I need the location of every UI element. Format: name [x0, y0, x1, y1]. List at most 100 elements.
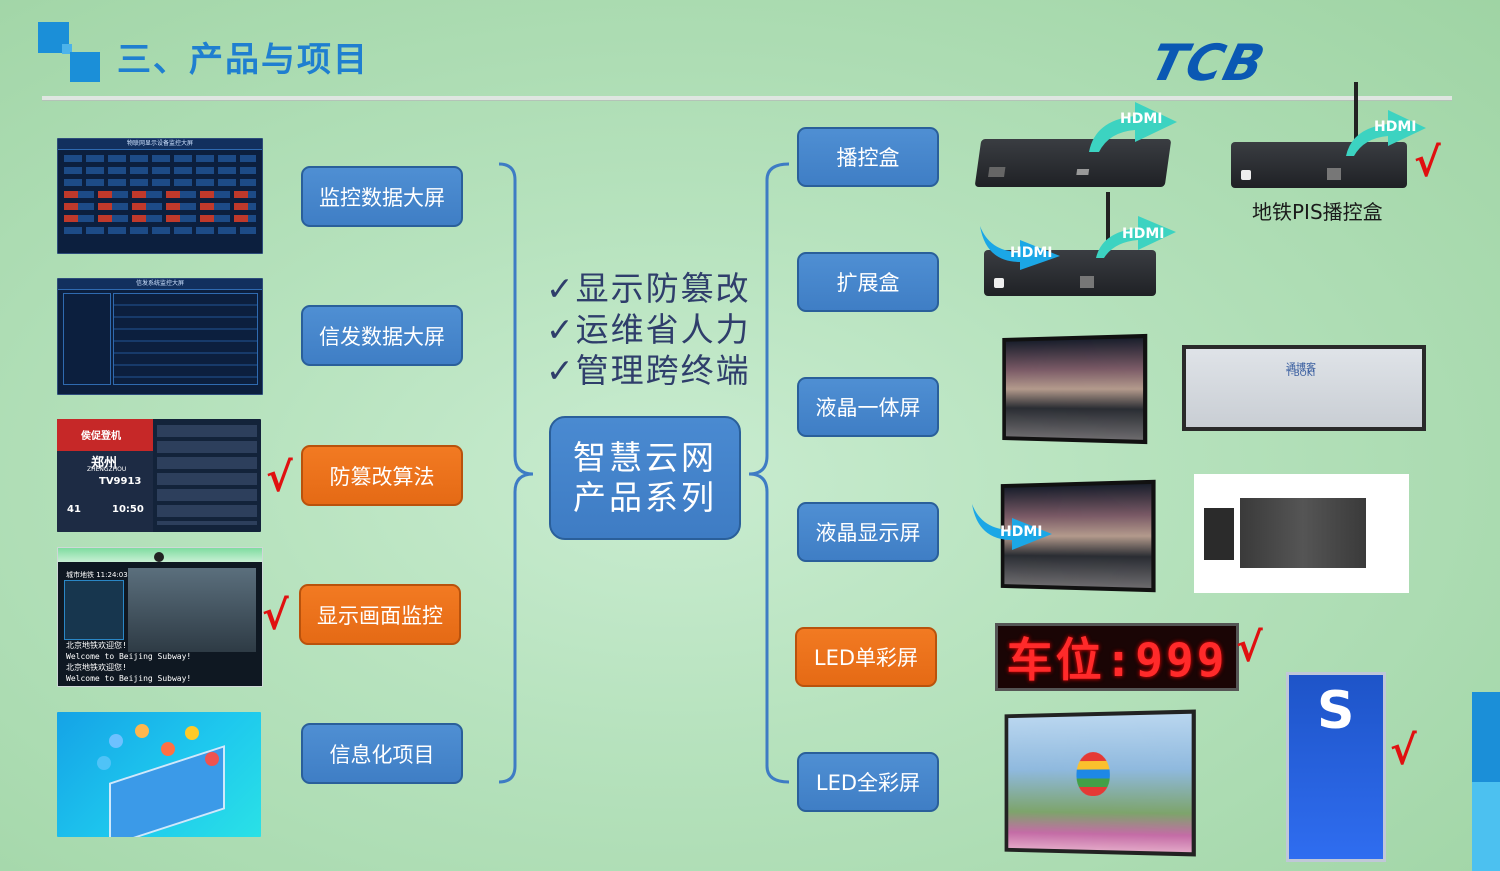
usb-port-icon	[1076, 169, 1090, 175]
thumb-row	[64, 203, 256, 210]
metro-pis-box-device	[1231, 142, 1407, 188]
thumb-smart-city	[57, 712, 261, 837]
hdmi-label: HDMI	[1000, 524, 1043, 540]
brand-logo: TCB	[1144, 34, 1272, 92]
thumb-monitor-dashboard: 物联网显示设备监控大屏	[57, 138, 263, 254]
feature-anti-tamper: ✓显示防篡改	[546, 269, 751, 308]
monitor-back	[1240, 498, 1366, 568]
check-mark: √	[262, 593, 289, 639]
board-gate: 41	[67, 504, 81, 515]
board-flight: TV9913	[99, 476, 142, 487]
lcd-all-in-one-screen	[1002, 333, 1148, 445]
thumb-row	[64, 179, 256, 186]
board-banner	[57, 419, 153, 451]
product-series-box[interactable]: 智慧云网 产品系列	[549, 416, 741, 540]
antenna	[1354, 82, 1358, 142]
hdmi-out-arrow	[1096, 216, 1176, 258]
corner-accent-bottom	[1472, 782, 1500, 871]
board-city-en: ZHENGZHOU	[87, 466, 127, 473]
monitor-messages: 北京地铁欢迎您! Welcome to Beijing Subway! 北京地铁…	[66, 640, 191, 684]
thumb-panel	[113, 293, 258, 385]
btn-anti-tamper-algorithm[interactable]: 防篡改算法	[301, 445, 463, 506]
signage-column: S	[1286, 672, 1386, 862]
thumb-title: 信发系统监控大屏	[135, 280, 184, 287]
product-series-line2: 产品系列	[573, 478, 717, 517]
left-brace	[498, 162, 534, 784]
btn-lcd-display[interactable]: 液晶显示屏	[797, 502, 939, 562]
metro-pis-caption: 地铁PIS播控盒	[1252, 200, 1383, 224]
hdmi-label: HDMI	[1122, 226, 1165, 242]
btn-it-projects[interactable]: 信息化项目	[301, 723, 463, 784]
hdmi-label: HDMI	[1374, 119, 1417, 135]
ethernet-port-icon	[988, 167, 1006, 177]
header-divider	[42, 96, 1452, 101]
monitor-line: Welcome to Beijing Subway!	[66, 674, 192, 683]
signage-letter: S	[1317, 681, 1355, 741]
ethernet-port-icon	[1080, 276, 1094, 288]
iso-bubble	[161, 742, 175, 756]
balloon-image	[1076, 751, 1110, 797]
btn-monitor-data-screen[interactable]: 监控数据大屏	[301, 166, 463, 227]
thumb-row	[64, 167, 256, 174]
btn-led-mono[interactable]: LED单彩屏	[795, 627, 937, 687]
control-box	[1204, 508, 1234, 560]
board-time: 10:50	[112, 504, 144, 515]
hdmi-label: HDMI	[1120, 111, 1163, 127]
product-series-line1: 智慧云网	[573, 438, 717, 477]
thumb-row	[64, 215, 256, 222]
monitor-line: Welcome to Beijing Subway!	[66, 652, 192, 661]
power-icon	[1241, 170, 1251, 180]
monitor-back-photo	[1194, 474, 1409, 593]
led-mono-sign: 车位:999	[995, 623, 1239, 691]
logo-square-bottom	[70, 52, 100, 82]
thumb-row	[64, 227, 256, 234]
thumb-row	[64, 191, 256, 198]
thumb-header: 信发系统监控大屏	[58, 279, 262, 290]
board-city: 郑州	[91, 456, 118, 471]
camera-icon	[154, 552, 164, 562]
hdmi-out-arrow	[1346, 110, 1426, 156]
thumb-flight-board: 侯促登机 郑州 ZHENGZHOU TV9913 41 10:50	[57, 419, 261, 532]
hdmi-in-arrow	[980, 226, 1060, 270]
board-airline: 侯促登机	[81, 431, 121, 442]
thumb-header: 物联网显示设备监控大屏	[58, 139, 262, 150]
check-mark: √	[1390, 728, 1417, 774]
btn-signage-data-screen[interactable]: 信发数据大屏	[301, 305, 463, 366]
boki-sub: T-BOKI	[1286, 369, 1316, 379]
iso-bubble	[205, 752, 219, 766]
hdmi-out-arrow	[1089, 102, 1177, 152]
hdmi-in-arrow	[972, 504, 1052, 550]
ethernet-port-icon	[1327, 168, 1341, 180]
corner-accent-top	[1472, 692, 1500, 782]
check-mark: √	[266, 455, 293, 501]
thumb-signage-dashboard: 信发系统监控大屏	[57, 278, 263, 395]
led-full-color-screen	[1004, 709, 1196, 857]
btn-playback-box[interactable]: 播控盒	[797, 127, 939, 187]
hdmi-label: HDMI	[1010, 245, 1053, 261]
page-title: 三、产品与项目	[117, 40, 369, 80]
iso-bubble	[185, 726, 199, 740]
btn-expansion-box[interactable]: 扩展盒	[797, 252, 939, 312]
monitor-header: 城市地铁 11:24:03	[66, 571, 128, 579]
thumb-display-monitor: 城市地铁 11:24:03 北京地铁欢迎您! Welcome to Beijin…	[57, 547, 263, 687]
check-mark: √	[1414, 140, 1441, 186]
btn-lcd-all-in-one[interactable]: 液晶一体屏	[797, 377, 939, 437]
monitor-line: 北京地铁欢迎您!	[66, 663, 127, 672]
monitor-camera-view	[128, 568, 256, 652]
thumb-title: 物联网显示设备监控大屏	[126, 140, 193, 147]
right-brace	[748, 162, 790, 784]
board-grid	[157, 425, 257, 525]
power-icon	[994, 278, 1004, 288]
thumb-panel	[63, 293, 111, 385]
industrial-chassis: 通博客 T-BOKI	[1182, 345, 1426, 431]
thumb-row	[64, 155, 256, 162]
iso-bubble	[135, 724, 149, 738]
monitor-side-panel	[64, 580, 124, 640]
logo-square-mid	[62, 44, 72, 54]
btn-display-monitoring[interactable]: 显示画面监控	[299, 584, 461, 645]
iso-bubble	[109, 734, 123, 748]
btn-led-full-color[interactable]: LED全彩屏	[797, 752, 939, 812]
check-mark: √	[1236, 625, 1263, 671]
feature-save-labor: ✓运维省人力	[546, 310, 751, 349]
boki-brand: 通博客	[1286, 363, 1316, 374]
